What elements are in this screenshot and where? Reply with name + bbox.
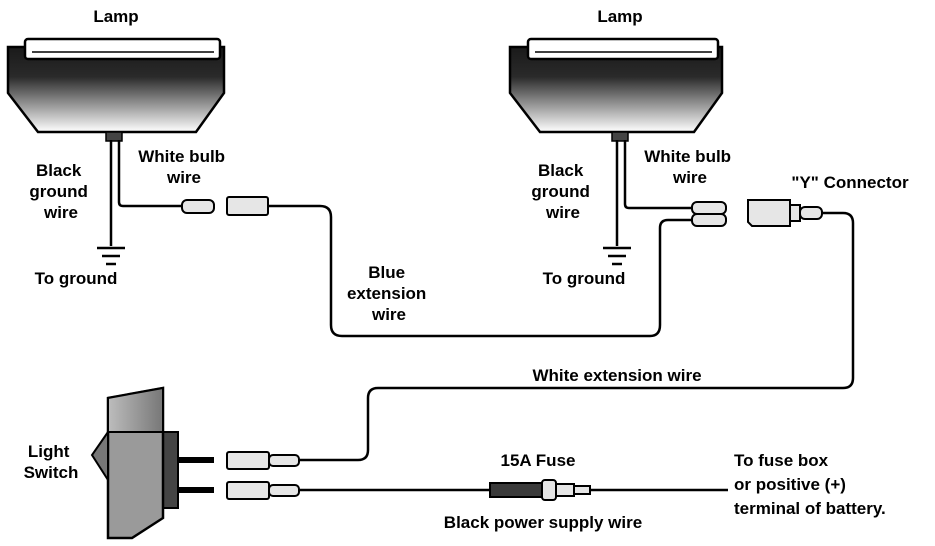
switch-connector-upper <box>226 451 270 470</box>
lamp-left <box>6 37 226 142</box>
fuse <box>489 479 591 501</box>
y-connector-tip-upper <box>691 201 727 215</box>
switch-connector-lower <box>226 481 270 500</box>
label-light-switch: Light Switch <box>24 442 79 482</box>
ground-symbol-right <box>603 246 631 266</box>
ground-symbol-left <box>97 246 125 266</box>
switch-tip-upper <box>268 454 300 467</box>
label-left-to-ground: To ground <box>35 269 118 288</box>
label-fuse-box: To fuse box or positive (+) terminal of … <box>734 451 886 518</box>
switch-tip-lower <box>268 484 300 497</box>
left-lamp-wires <box>109 140 182 246</box>
label-right-black-ground: Black ground wire <box>531 161 594 222</box>
blue-wire-connector <box>226 196 269 216</box>
label-left-white-bulb: White bulb wire <box>138 147 230 187</box>
blue-extension-wire <box>268 204 692 338</box>
y-connector <box>747 199 823 227</box>
label-lamp-left: Lamp <box>93 7 138 26</box>
label-fuse: 15A Fuse <box>501 451 576 470</box>
light-switch <box>90 386 214 540</box>
label-y-connector: "Y" Connector <box>791 173 909 192</box>
label-blue-extension: Blue extension wire <box>347 263 431 324</box>
label-white-extension: White extension wire <box>532 366 701 385</box>
bulb-wire-terminal-left <box>181 199 215 214</box>
lamp-right <box>508 37 724 142</box>
y-connector-tip-lower <box>691 213 727 227</box>
label-black-power: Black power supply wire <box>444 513 642 532</box>
white-extension-wire <box>298 211 855 462</box>
right-lamp-wires <box>615 140 692 246</box>
label-right-to-ground: To ground <box>543 269 626 288</box>
label-lamp-right: Lamp <box>597 7 642 26</box>
label-left-black-ground: Black ground wire <box>29 161 92 222</box>
label-right-white-bulb: White bulb wire <box>644 147 736 187</box>
